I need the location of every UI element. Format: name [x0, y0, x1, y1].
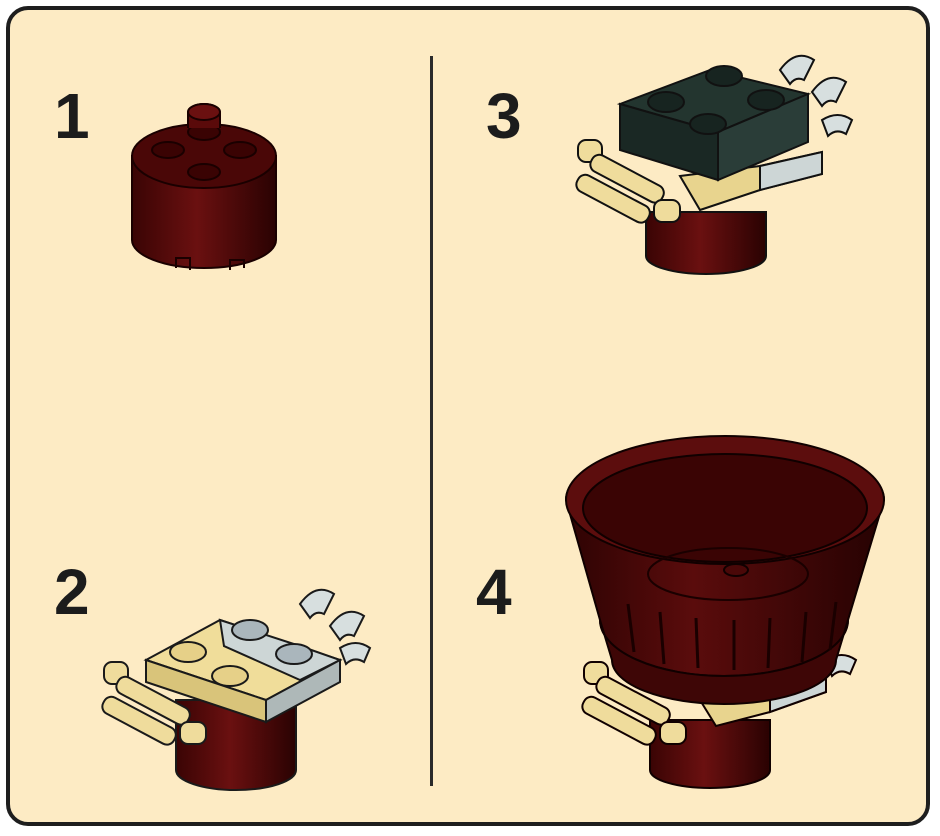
step1-round-brick: [132, 104, 276, 270]
step3-dark-plate: [574, 56, 852, 274]
step4-bowl: [566, 436, 884, 788]
step2-clip-plate: [100, 590, 370, 790]
